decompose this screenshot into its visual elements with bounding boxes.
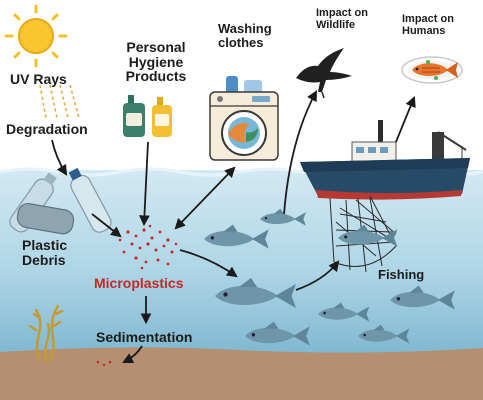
label-washing-clothes: Washing clothes — [218, 22, 272, 49]
uv-ray-lines — [39, 84, 80, 119]
label-impact-humans-line-2: Humans — [402, 24, 446, 37]
seaweed-icon — [28, 304, 64, 362]
arrow-fish-to-net — [295, 260, 340, 291]
label-microplastics: Microplastics — [94, 275, 184, 291]
label-personal-hygiene-line-2: Hygiene — [128, 53, 184, 70]
label-washing-clothes-line-2: clothes — [218, 34, 264, 50]
arrow-hygiene-to-microplastics — [139, 141, 150, 227]
label-impact-humans: Impact on Humans — [402, 13, 454, 37]
label-impact-wildlife-line-2: Wildlife — [316, 18, 356, 31]
seabed — [0, 347, 483, 400]
label-sedimentation: Sedimentation — [96, 329, 193, 345]
label-fishing: Fishing — [378, 267, 425, 282]
fishing-boat-icon — [300, 120, 470, 200]
label-washing-clothes-line-1: Washing — [218, 21, 272, 36]
arrow-boat-to-humans — [395, 96, 416, 143]
label-impact-humans-line-1: Impact on — [402, 13, 454, 25]
label-personal-hygiene-line-3: Products — [125, 68, 187, 85]
label-plastic-debris-line-2: Debris — [22, 251, 66, 268]
washing-machine-icon — [209, 76, 279, 161]
label-uv-rays: UV Rays — [10, 71, 67, 87]
arrow-sedimentation-to-seabed — [122, 345, 143, 363]
label-plastic-debris-line-1: Plastic — [22, 237, 68, 253]
arrow-bottles-to-microplastics — [91, 213, 122, 238]
plastic-bottles-icon — [9, 167, 112, 235]
flow-arrows — [51, 90, 416, 363]
arrow-washing-microplastics — [174, 166, 236, 230]
label-personal-hygiene: Personal Hygiene Products — [116, 40, 196, 84]
label-plastic-debris: Plastic Debris — [22, 238, 67, 267]
label-impact-wildlife-line-1: Impact on — [316, 7, 368, 19]
bird-icon — [296, 48, 352, 99]
hygiene-bottles-icon — [123, 95, 172, 137]
label-personal-hygiene-line-1: Personal — [126, 39, 186, 55]
sun-icon — [4, 4, 68, 68]
arrow-microplastics-to-fish — [179, 249, 238, 278]
label-impact-wildlife: Impact on Wildlife — [316, 7, 368, 31]
label-degradation: Degradation — [6, 121, 88, 137]
fish-plate-icon — [401, 56, 463, 84]
arrow-fish-to-wildlife — [283, 90, 318, 215]
arrow-degradation-to-bottles — [51, 139, 68, 176]
